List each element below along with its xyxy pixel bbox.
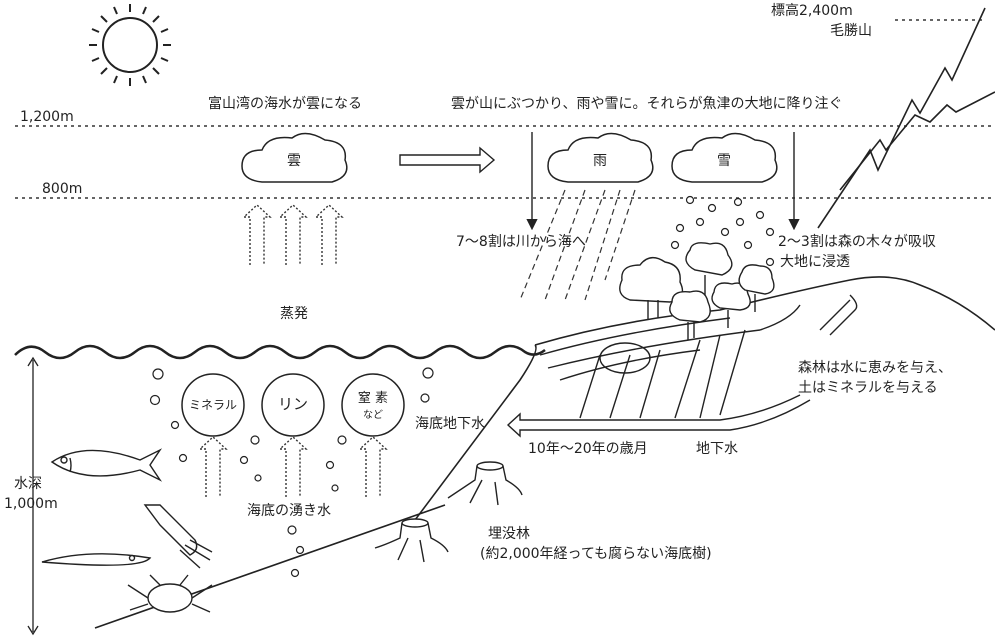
sea-floor	[94, 504, 446, 629]
evaporation-label: 蒸発	[280, 306, 308, 322]
forest-gift-label: 森林は水に恵みを与え、	[798, 360, 952, 376]
firefly-squid-icon	[41, 553, 152, 566]
forest-share-label: 2〜3割は森の木々が吸収	[778, 234, 936, 250]
crab-icon	[127, 574, 213, 613]
land-strata	[539, 304, 801, 381]
phosphorus-label: リン	[277, 395, 309, 413]
river-share-label: 7〜8割は川から海へ	[456, 234, 586, 250]
cloud-movement-arrow	[399, 146, 496, 174]
evaporation-arrows	[243, 204, 343, 266]
phosphorus-circle	[261, 373, 325, 437]
summit-height-label: 標高2,400m	[771, 3, 853, 19]
groundwater-layer	[530, 394, 811, 431]
nitrogen-sub-label: など	[363, 410, 383, 421]
sun-icon	[89, 4, 171, 86]
mackerel-icon	[50, 448, 163, 482]
groundwater-label: 地下水	[696, 441, 738, 457]
mineral-label: ミネラル	[188, 398, 238, 412]
nitrogen-label: 窒 素	[357, 391, 389, 406]
buried-stump-2	[374, 518, 449, 563]
rain-label: 雨	[593, 153, 607, 169]
soil-mineral-label: 土はミネラルを与える	[798, 380, 938, 396]
bubbles	[149, 367, 434, 578]
submarine-groundwater-label: 海底地下水	[415, 416, 485, 432]
buried-forest-note: (約2,000年経っても腐らない海底樹)	[480, 546, 712, 562]
hill-surface	[534, 276, 995, 346]
upwelling-label: 海底の湧き水	[247, 503, 331, 519]
mineral-circle	[181, 373, 245, 437]
snow-label: 雪	[717, 153, 731, 169]
mountain-spring	[819, 294, 858, 336]
forest-trees	[619, 242, 775, 340]
nitrogen-circle	[341, 373, 405, 437]
mountain-ridge-back	[839, 91, 995, 191]
sea-surface-wave	[14, 344, 546, 360]
altitude-800-label: 800m	[42, 181, 83, 197]
precipitation-caption: 雲が山にぶつかり、雨や雪に。それらが魚津の大地に降り注ぐ	[451, 96, 843, 112]
groundwater-pocket	[599, 342, 651, 374]
cloud-shape-2	[547, 132, 654, 183]
rain-lines	[519, 189, 636, 301]
upwelling-arrows	[199, 436, 387, 498]
altitude-1200-label: 1,200m	[20, 109, 74, 125]
submarine-groundwater-arrow	[506, 412, 530, 438]
buried-forest-label: 埋没林	[488, 526, 530, 542]
cloud-shape-1	[241, 132, 348, 183]
squid-icon	[143, 504, 213, 569]
depth-value-label: 1,000m	[4, 496, 58, 512]
age-label: 10年〜20年の歳月	[528, 441, 648, 457]
summit-name-label: 毛勝山	[830, 23, 872, 39]
buried-stump-1	[447, 461, 523, 506]
snow-dots	[670, 195, 775, 267]
depth-label: 水深	[14, 476, 42, 492]
groundwater-channels	[579, 329, 746, 419]
cloud-label: 雲	[287, 153, 301, 169]
coastline-land	[414, 344, 537, 521]
infiltration-label: 大地に浸透	[780, 254, 850, 270]
cloud-forms-caption: 富山湾の海水が雲になる	[208, 96, 362, 112]
mountain-ridge	[817, 7, 986, 229]
cloud-shape-3	[671, 132, 778, 183]
